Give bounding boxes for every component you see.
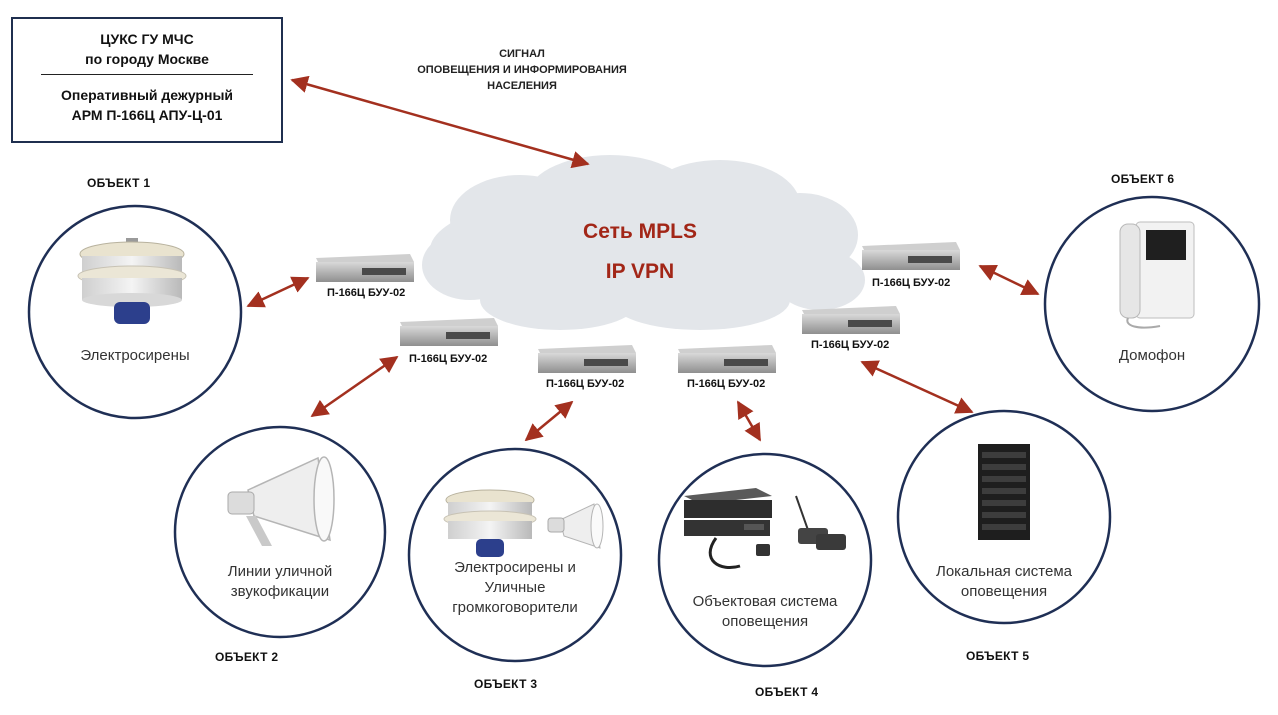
hq-title: ЦУКС ГУ МЧС (100, 31, 194, 47)
device-unit-3-icon (538, 345, 636, 373)
equipment-rack-icon (978, 444, 1030, 540)
hq-signal-arrow (290, 75, 590, 169)
device-unit-6-icon (862, 242, 960, 270)
signal-line-1: СИГНАЛ (499, 48, 545, 60)
object4-circle (657, 452, 873, 668)
device-unit-1-icon (316, 254, 414, 282)
object3-circle (407, 447, 623, 663)
hq-role: Оперативный дежурный (60, 87, 234, 103)
object5-arrow (860, 360, 974, 414)
object4-label: ОБЪЕКТ 4 (755, 685, 819, 699)
device-unit-5-icon (802, 306, 900, 334)
device-label-3: П-166Ц БУУ-02 (546, 378, 625, 390)
hq-workstation: АРМ П-166Ц АПУ-Ц-01 (71, 107, 223, 123)
object2-label: ОБЪЕКТ 2 (215, 650, 279, 664)
device-unit-2-icon (400, 318, 498, 346)
device-label-1: П-166Ц БУУ-02 (327, 287, 406, 299)
hq-subtitle: по городу Москве (85, 51, 209, 67)
cloud-line-2: IP VPN (605, 260, 675, 283)
object2-description: Линии уличной звукофикации (227, 563, 333, 600)
device-unit-4-icon (678, 345, 776, 373)
object4-description: Объектовая система оповещения (692, 593, 838, 630)
mpls-cloud (422, 155, 865, 330)
object1-arrow (246, 276, 310, 308)
hq-operator-box: ЦУКС ГУ МЧС по городу Москве Оперативный… (11, 17, 283, 143)
device-label-2: П-166Ц БУУ-02 (409, 353, 488, 365)
object2-arrow (310, 355, 399, 418)
object4-arrow (736, 400, 762, 442)
intercom-icon (1119, 221, 1195, 329)
horn-speaker-icon (227, 456, 335, 546)
device-label-5: П-166Ц БУУ-02 (811, 339, 890, 351)
connection-arrows (246, 75, 1040, 442)
object3-description: Электросирены и Уличные громкоговорители (452, 559, 578, 616)
signal-line-2: ОПОВЕЩЕНИЯ И ИНФОРМИРОВАНИЯ (417, 64, 627, 76)
signal-line-3: НАСЕЛЕНИЯ (487, 80, 557, 92)
amplifier-microphone-icon (684, 488, 846, 569)
object5-description: Локальная система оповещения (936, 563, 1072, 600)
object1-label: ОБЪЕКТ 1 (87, 176, 151, 190)
object5-label: ОБЪЕКТ 5 (966, 649, 1030, 663)
hq-divider (41, 74, 253, 75)
signal-caption: СИГНАЛ ОПОВЕЩЕНИЯ И ИНФОРМИРОВАНИЯ НАСЕЛ… (386, 46, 658, 94)
object3-label: ОБЪЕКТ 3 (474, 677, 538, 691)
object1-description: Электросирены (80, 347, 190, 364)
object2-circle (173, 425, 387, 639)
object6-label: ОБЪЕКТ 6 (1111, 172, 1175, 186)
siren-and-horn-icon (443, 489, 604, 557)
object6-description: Домофон (1118, 347, 1186, 364)
device-label-6: П-166Ц БУУ-02 (872, 277, 951, 289)
cloud-label: Сеть MPLS IP VPN (540, 212, 740, 292)
cloud-line-1: Сеть MPLS (583, 220, 697, 243)
object3-arrow (524, 400, 574, 442)
siren-icon (77, 238, 187, 324)
object6-arrow (978, 264, 1040, 296)
device-label-4: П-166Ц БУУ-02 (687, 378, 766, 390)
